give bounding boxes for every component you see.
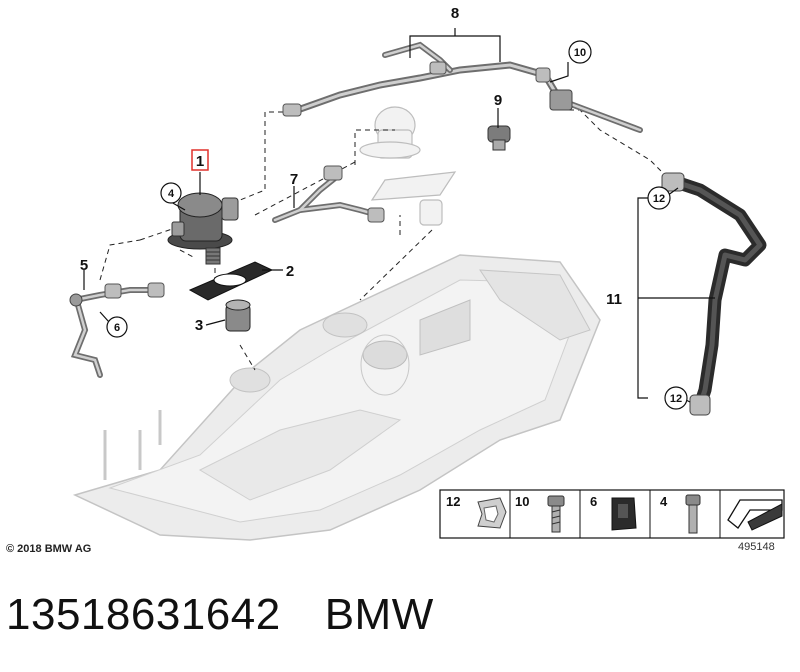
- roller-tappet: [225, 299, 251, 332]
- fuel-line: [282, 41, 564, 117]
- highlight-box: [191, 149, 209, 171]
- callout-6: 6: [114, 322, 120, 334]
- leader-lines: [83, 28, 715, 403]
- callout-7: 7: [290, 171, 298, 188]
- feed-line-right: [549, 89, 643, 133]
- bolt-icon: [685, 494, 701, 534]
- line-item-5: [69, 282, 165, 378]
- arrow-icon: [727, 499, 783, 531]
- part-number-line: 13518631642 BMW: [6, 590, 434, 640]
- parts-diagram: 1 4 2 3 5 6 7 8 9 10 11 12 12 12 10: [69, 5, 785, 541]
- callout-11: 11: [606, 291, 622, 308]
- legend-number-10: 10: [515, 494, 529, 509]
- legend-number-4: 4: [660, 494, 668, 509]
- callout-10: 10: [574, 47, 586, 59]
- copyright-text: © 2018 BMW AG: [6, 543, 92, 555]
- legend-number-12: 12: [446, 494, 460, 509]
- callout-3: 3: [195, 317, 203, 334]
- fuel-hose: [661, 172, 767, 416]
- callout-9: 9: [494, 92, 502, 109]
- legend-number-6: 6: [590, 494, 597, 509]
- callout-12-bottom: 12: [670, 393, 682, 405]
- retaining-clip-icon: [477, 497, 507, 529]
- pressure-sensor: [487, 125, 511, 151]
- part-number: 13518631642: [6, 590, 281, 639]
- diagram-reference-number: 495148: [738, 541, 775, 553]
- callout-4: 4: [168, 188, 175, 200]
- callout-5: 5: [80, 257, 88, 274]
- callout-2: 2: [286, 263, 294, 280]
- clip-nut-icon: [611, 497, 637, 531]
- ghost-pump-outline: [359, 106, 457, 226]
- high-pressure-pump: [167, 192, 239, 265]
- cylinder-head-cover: [72, 254, 601, 541]
- screw-icon: [547, 495, 565, 533]
- legend-table: 12 10 6 4: [439, 489, 785, 539]
- callout-1: 1: [196, 153, 204, 170]
- callout-12-top: 12: [653, 193, 665, 205]
- brand-name: BMW: [324, 590, 434, 639]
- callout-labels: 1 4 2 3 5 6 7 8 9 10 11 12 12: [80, 5, 688, 410]
- pump-gasket: [188, 261, 274, 301]
- callout-8: 8: [451, 5, 459, 22]
- line-item-7: [272, 165, 385, 223]
